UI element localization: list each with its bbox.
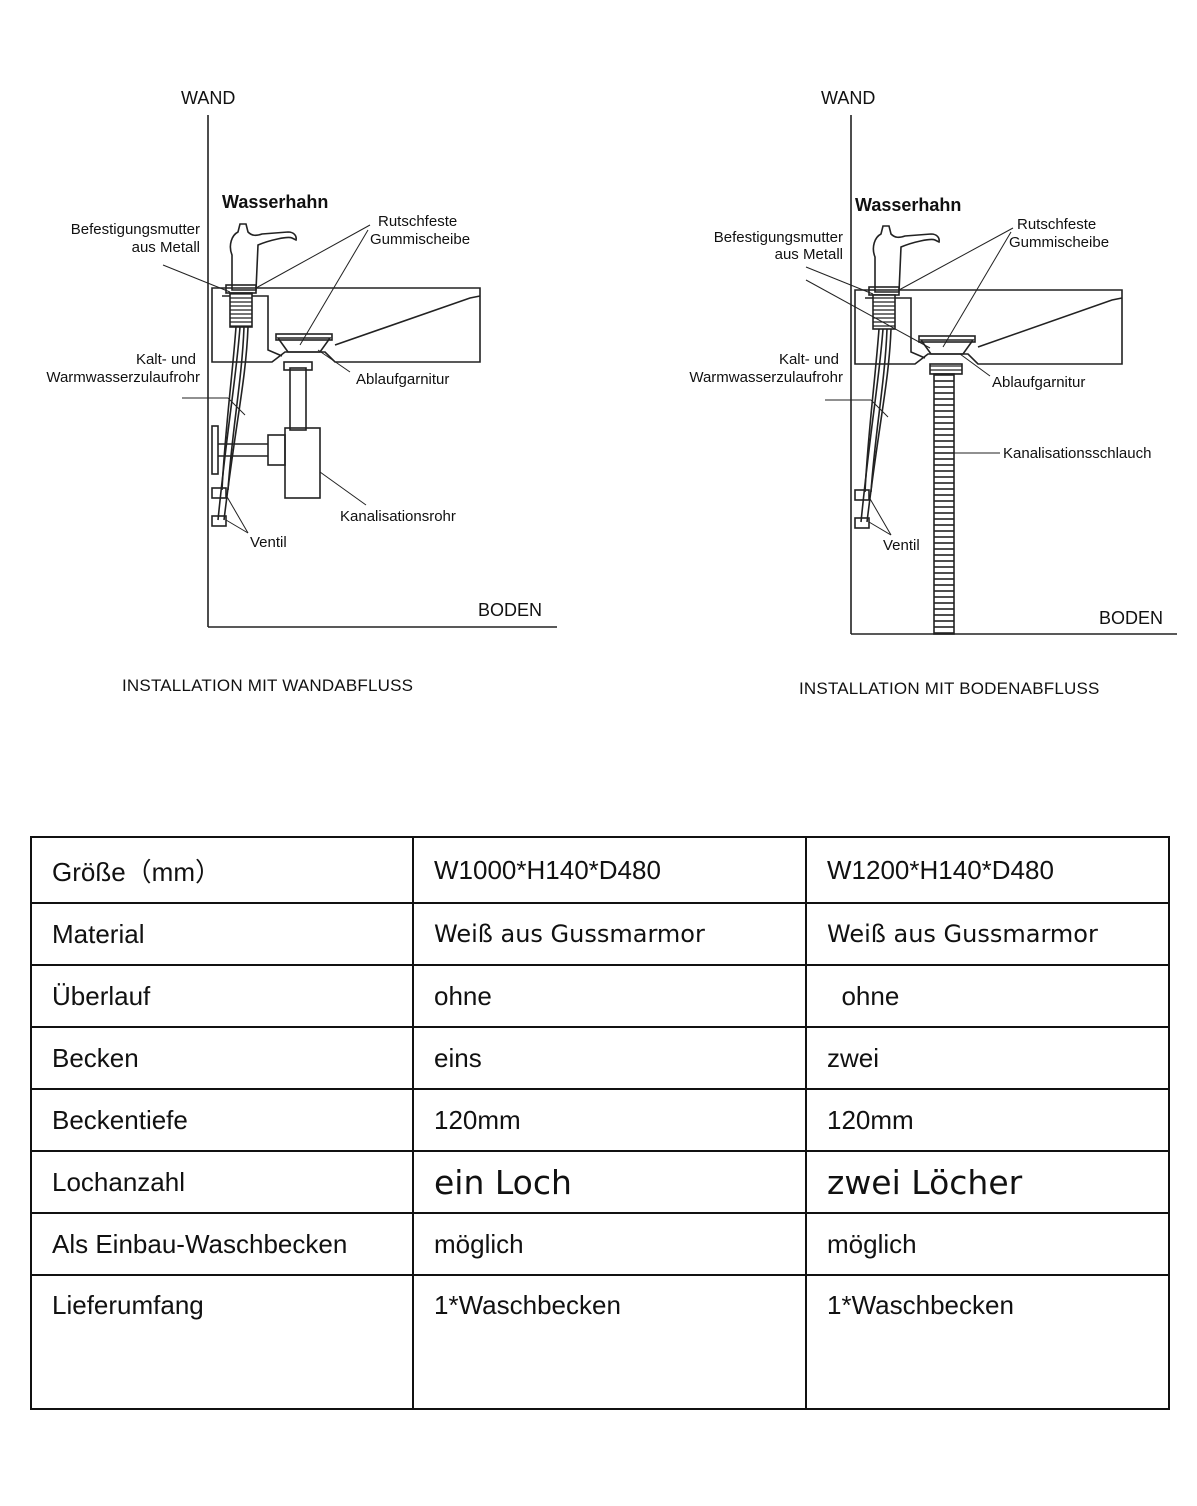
label-nut: aus Metall xyxy=(775,246,843,263)
label-drain-set: Ablaufgarnitur xyxy=(992,374,1085,391)
table-row: Als Einbau-Waschbecken möglich möglich xyxy=(30,1212,1170,1276)
label-sewer: Kanalisationsschlauch xyxy=(1003,445,1151,462)
spec-value: möglich xyxy=(805,1212,1170,1276)
label-nut: aus Metall xyxy=(132,239,200,256)
label-floor: BODEN xyxy=(478,600,542,620)
label-nut: Befestigungsmutter xyxy=(714,229,843,246)
diagram-wall-drain-labels: WAND BODEN Wasserhahn Befestigungsmutter… xyxy=(46,88,542,620)
spec-label: Lochanzahl xyxy=(30,1150,414,1214)
label-washer: Rutschfeste xyxy=(1017,216,1096,233)
label-supply-pipe: Kalt- und xyxy=(779,351,839,368)
spec-label: Material xyxy=(30,902,414,966)
faucet-icon xyxy=(872,225,940,293)
caption-wall-drain: INSTALLATION MIT WANDABFLUSS xyxy=(122,676,414,695)
label-washer: Rutschfeste xyxy=(378,213,457,230)
spec-value: 120mm xyxy=(412,1088,807,1152)
table-row: Lieferumfang 1*Waschbecken 1*Waschbecken xyxy=(30,1274,1170,1410)
spec-value: zwei Löcher xyxy=(805,1150,1170,1214)
table-row: Größe（mm） W1000*H140*D480 W1200*H140*D48… xyxy=(30,836,1170,904)
label-drain-set: Ablaufgarnitur xyxy=(356,371,449,388)
spec-value: 1*Waschbecken xyxy=(412,1274,807,1410)
spec-label: Becken xyxy=(30,1026,414,1090)
table-row: Überlauf ohne ohne xyxy=(30,964,1170,1028)
diagram-floor-drain-labels: WAND BODEN Wasserhahn Befestigungsmutter… xyxy=(689,88,1163,628)
label-supply-pipe: Kalt- und xyxy=(136,351,196,368)
spec-value: ein Loch xyxy=(412,1150,807,1214)
spec-label: Überlauf xyxy=(30,964,414,1028)
label-nut: Befestigungsmutter xyxy=(71,221,200,238)
faucet-icon xyxy=(229,223,297,291)
table-row: Lochanzahl ein Loch zwei Löcher xyxy=(30,1150,1170,1214)
table-row: Becken eins zwei xyxy=(30,1026,1170,1090)
label-wall: WAND xyxy=(821,88,875,108)
spec-value: W1000*H140*D480 xyxy=(412,836,807,904)
spec-value: 120mm xyxy=(805,1088,1170,1152)
diagram-floor-drain xyxy=(805,115,1177,635)
spec-value: 1*Waschbecken xyxy=(805,1274,1170,1410)
label-faucet: Wasserhahn xyxy=(222,192,328,212)
spec-label: Als Einbau-Waschbecken xyxy=(30,1212,414,1276)
spec-label: Größe（mm） xyxy=(30,836,414,904)
label-supply-pipe: Warmwasserzulaufrohr xyxy=(689,369,843,386)
spec-value: W1200*H140*D480 xyxy=(805,836,1170,904)
basin xyxy=(854,289,1123,365)
label-washer: Gummischeibe xyxy=(1009,234,1109,251)
label-wall: WAND xyxy=(181,88,235,108)
spec-value: ohne xyxy=(412,964,807,1028)
label-floor: BODEN xyxy=(1099,608,1163,628)
spec-value: ohne xyxy=(805,964,1170,1028)
caption-floor-drain: INSTALLATION MIT BODENABFLUSS xyxy=(799,679,1100,698)
spec-label: Beckentiefe xyxy=(30,1088,414,1152)
spec-value: Weiß aus Gussmarmor xyxy=(412,902,807,966)
label-valve: Ventil xyxy=(883,537,920,554)
label-faucet: Wasserhahn xyxy=(855,195,961,215)
label-supply-pipe: Warmwasserzulaufrohr xyxy=(46,369,200,386)
label-washer: Gummischeibe xyxy=(370,231,470,248)
spec-table: Größe（mm） W1000*H140*D480 W1200*H140*D48… xyxy=(30,836,1170,1410)
label-valve: Ventil xyxy=(250,534,287,551)
table-row: Beckentiefe 120mm 120mm xyxy=(30,1088,1170,1152)
label-sewer: Kanalisationsrohr xyxy=(340,508,456,525)
spec-value: Weiß aus Gussmarmor xyxy=(805,902,1170,966)
spec-label: Lieferumfang xyxy=(30,1274,414,1410)
table-row: Material Weiß aus Gussmarmor Weiß aus Gu… xyxy=(30,902,1170,966)
spec-value: zwei xyxy=(805,1026,1170,1090)
spec-value: möglich xyxy=(412,1212,807,1276)
spec-value: eins xyxy=(412,1026,807,1090)
installation-diagrams: WAND BODEN Wasserhahn Befestigungsmutter… xyxy=(46,88,1177,635)
basin xyxy=(211,287,481,363)
diagram-wall-drain xyxy=(162,115,557,628)
